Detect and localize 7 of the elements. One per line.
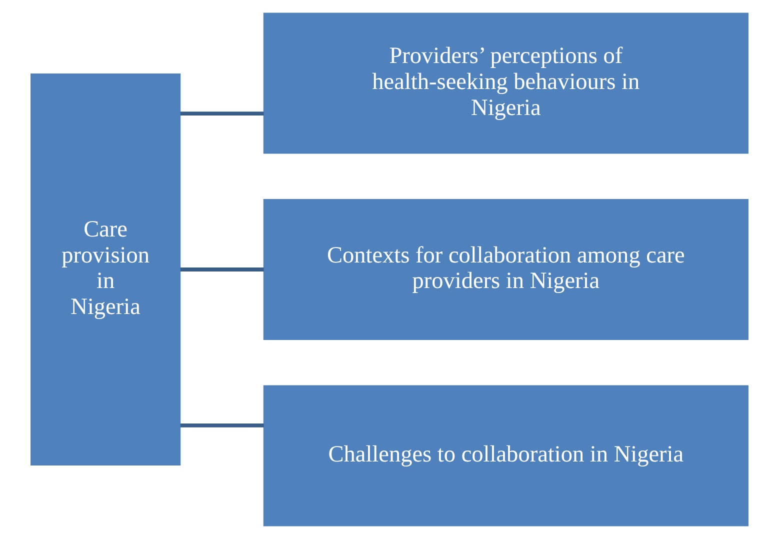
node-box: Providers’ perceptions of health-seeking behaviours in Nigeria bbox=[263, 12, 748, 154]
node-box: Contexts for collaboration among care providers in Nigeria bbox=[263, 199, 748, 340]
node-box: Challenges to collaboration in Nigeria bbox=[263, 385, 748, 526]
node-box: Care provision in Nigeria bbox=[30, 74, 181, 466]
connector bbox=[180, 268, 264, 272]
connector bbox=[180, 423, 264, 428]
connector bbox=[180, 112, 264, 116]
